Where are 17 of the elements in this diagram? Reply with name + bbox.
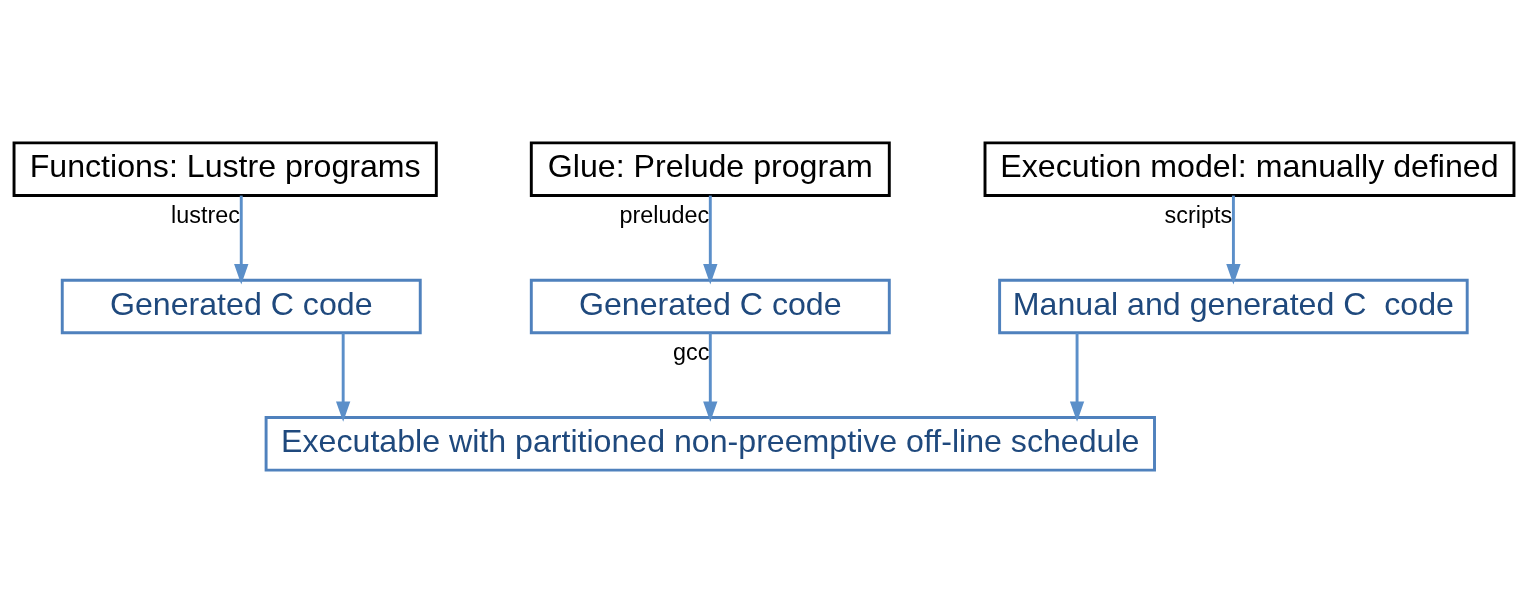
arrow: [234, 195, 249, 285]
node-box: Execution model: manually defined: [983, 140, 1516, 197]
edge-label: lustrec: [171, 201, 240, 228]
node-box: Glue: Prelude program: [529, 140, 891, 197]
node-box: Manual and generated C code: [998, 278, 1469, 334]
node-box: Functions: Lustre programs: [12, 140, 438, 197]
arrow: [703, 195, 718, 285]
arrow: [703, 332, 718, 422]
node-box: Generated C code: [60, 278, 422, 334]
edge-label: scripts: [1164, 201, 1233, 228]
edge-label: gcc: [673, 338, 710, 365]
node-box: Executable with partitioned non-preemptive off-line schedule: [264, 415, 1156, 472]
arrow: [1226, 195, 1241, 285]
edge-label: preludec: [619, 201, 710, 228]
node-box: Generated C code: [529, 278, 891, 334]
arrow: [1069, 332, 1085, 422]
arrow: [336, 332, 351, 422]
